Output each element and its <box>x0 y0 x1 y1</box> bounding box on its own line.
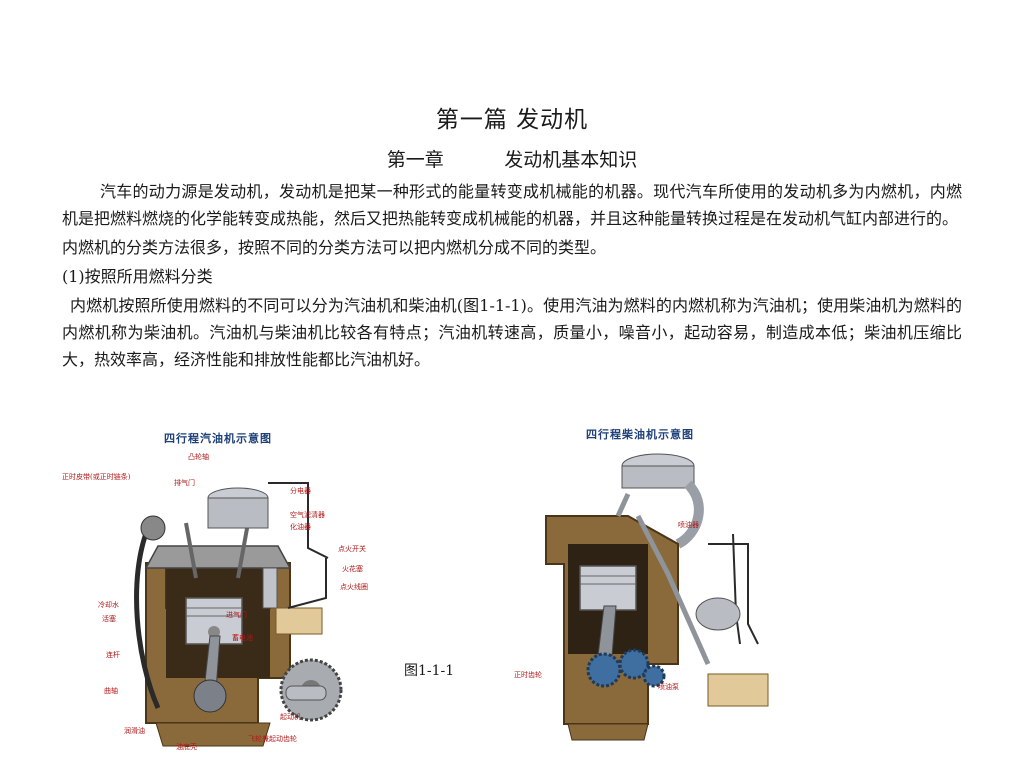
paragraph-intro: 汽车的动力源是发动机，发动机是把某一种形式的能量转变成机械能的机器。现代汽车所使… <box>62 182 962 228</box>
label-coolant: 冷却水 <box>98 601 119 609</box>
diesel-figure-title: 四行程柴油机示意图 <box>586 428 694 441</box>
label-battery: 蓄电池 <box>232 634 253 642</box>
chapter-title: 第一章 发动机基本知识 <box>386 149 638 171</box>
label-air-filter: 空气滤清器 <box>290 511 325 519</box>
label-exhaust-valve: 排气门 <box>174 479 195 487</box>
label-camshaft: 凸轮轴 <box>188 453 209 461</box>
label-spark-plug: 火花塞 <box>342 565 363 573</box>
label-starter: 起动机 <box>280 713 301 721</box>
label-ignition-switch: 点火开关 <box>338 545 366 553</box>
gasoline-engine-illustration <box>134 482 343 747</box>
slide-title: 第一篇 发动机 <box>435 107 589 133</box>
figure-caption: 图1-1-1 <box>404 663 455 679</box>
paragraph-fuel-types: 内燃机按照所使用燃料的不同可以分为汽油机和柴油机(图1-1-1)。使用汽油为燃料… <box>62 296 962 369</box>
label-distributor: 分电器 <box>290 487 311 495</box>
gasoline-figure-title: 四行程汽油机示意图 <box>164 432 272 445</box>
label-timing-belt: 正时皮带(或正时链条) <box>62 473 131 481</box>
label-connecting-rod: 连杆 <box>106 651 120 659</box>
label-carburetor: 化油器 <box>290 523 311 531</box>
label-flywheel: 飞轮兼起动齿轮 <box>248 735 297 743</box>
diesel-engine-illustration <box>545 453 769 741</box>
label-lube-oil: 润滑油 <box>124 727 145 735</box>
body-text: 汽车的动力源是发动机，发动机是把某一种形式的能量转变成机械能的机器。现代汽车所使… <box>62 178 962 373</box>
label-piston: 活塞 <box>102 615 116 623</box>
label-crankshaft: 曲轴 <box>104 687 118 695</box>
paragraph-classification: 内燃机的分类方法很多，按照不同的分类方法可以把内燃机分成不同的类型。 <box>62 238 607 257</box>
label-injector: 喷油器 <box>678 521 699 529</box>
diesel-engine-diagram: 四行程柴油机示意图 喷油器 正时齿轮 喷油泵 <box>508 424 798 744</box>
label-timing-gear: 正时齿轮 <box>514 671 542 679</box>
label-ignition-coil: 点火线圈 <box>340 583 368 591</box>
section-heading-fuel: (1)按照所用燃料分类 <box>62 267 213 286</box>
label-injection-pump: 喷油泵 <box>658 683 679 691</box>
gasoline-engine-diagram: 四行程汽油机示意图 <box>58 428 384 753</box>
label-intake-valve: 进气门 <box>226 611 247 619</box>
label-oil-pan: 油底壳 <box>176 743 197 751</box>
